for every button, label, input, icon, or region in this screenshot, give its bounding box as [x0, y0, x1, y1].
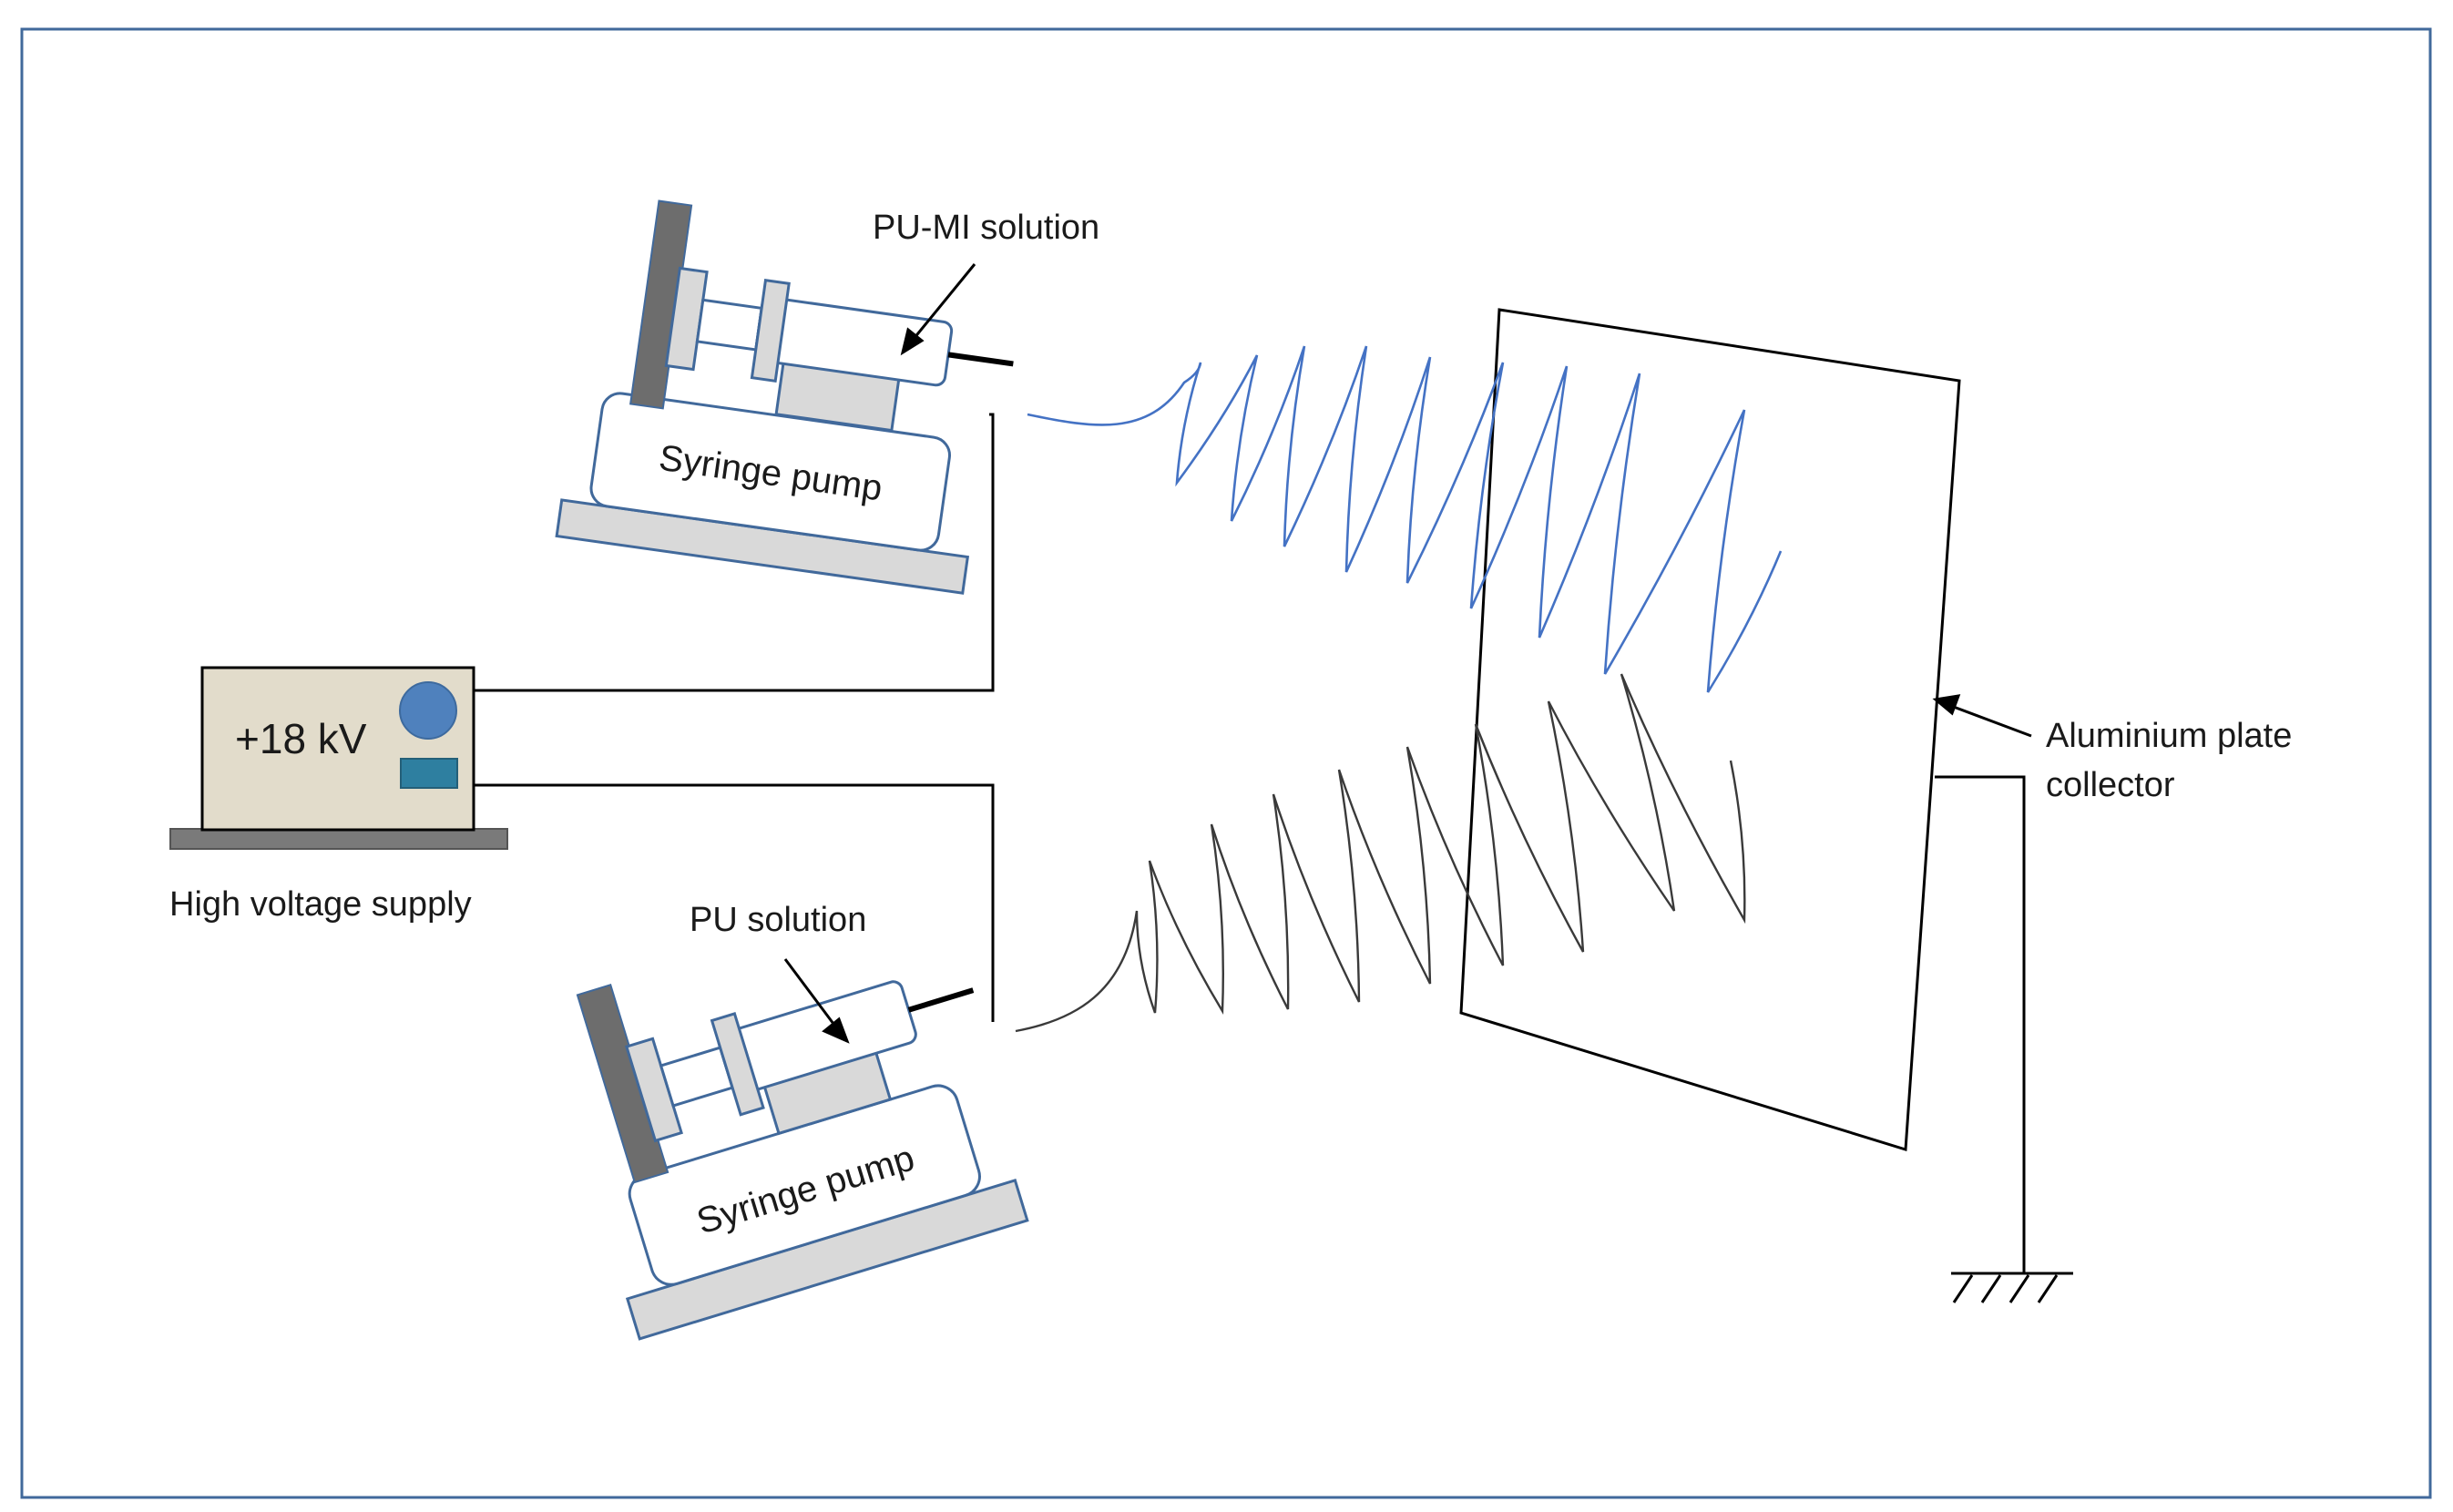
diagram-frame	[20, 27, 2432, 1499]
high-voltage-supply: +18 kV	[169, 666, 508, 850]
wire-top	[474, 413, 995, 692]
dial-knob-icon	[399, 681, 457, 740]
label-high-voltage-supply: High voltage supply	[169, 885, 472, 924]
pump-top-needle	[947, 352, 1014, 367]
jet-top-fiber	[1027, 345, 1783, 693]
arrow-head-bottom-solution	[822, 1017, 850, 1044]
wire-bottom	[474, 783, 995, 1022]
jet-top	[1027, 345, 1783, 693]
arrow-head-collector	[1932, 694, 1961, 716]
ground-symbol-icon	[1951, 1272, 2073, 1303]
jet-bottom-fiber	[1015, 673, 1746, 1033]
wires	[474, 413, 2026, 1273]
pump-bottom-plunger-head	[710, 1011, 765, 1117]
aluminium-plate-collector	[1459, 308, 1961, 1151]
syringe-pump-top: Syringe pump	[555, 199, 1014, 595]
pump-top-plunger-head	[750, 279, 791, 383]
display-panel-icon	[400, 758, 458, 789]
wire-ground	[1935, 775, 2026, 1273]
syringe-pump-bottom: Syringe pump	[576, 980, 1029, 1341]
label-collector-line2: collector	[2046, 766, 2175, 804]
arrow-head-top-solution	[900, 327, 925, 356]
pump-bottom-needle	[907, 987, 975, 1013]
label-pu-mi-solution: PU-MI solution	[873, 209, 1099, 247]
label-collector-line1: Aluminium plate	[2046, 717, 2292, 755]
voltage-value: +18 kV	[235, 715, 367, 762]
pump-top-plunger-rod	[695, 298, 763, 352]
label-pu-solution: PU solution	[690, 901, 866, 939]
annotation-arrows	[783, 263, 2032, 1044]
jet-bottom	[1015, 673, 1746, 1033]
supply-base	[169, 828, 508, 850]
